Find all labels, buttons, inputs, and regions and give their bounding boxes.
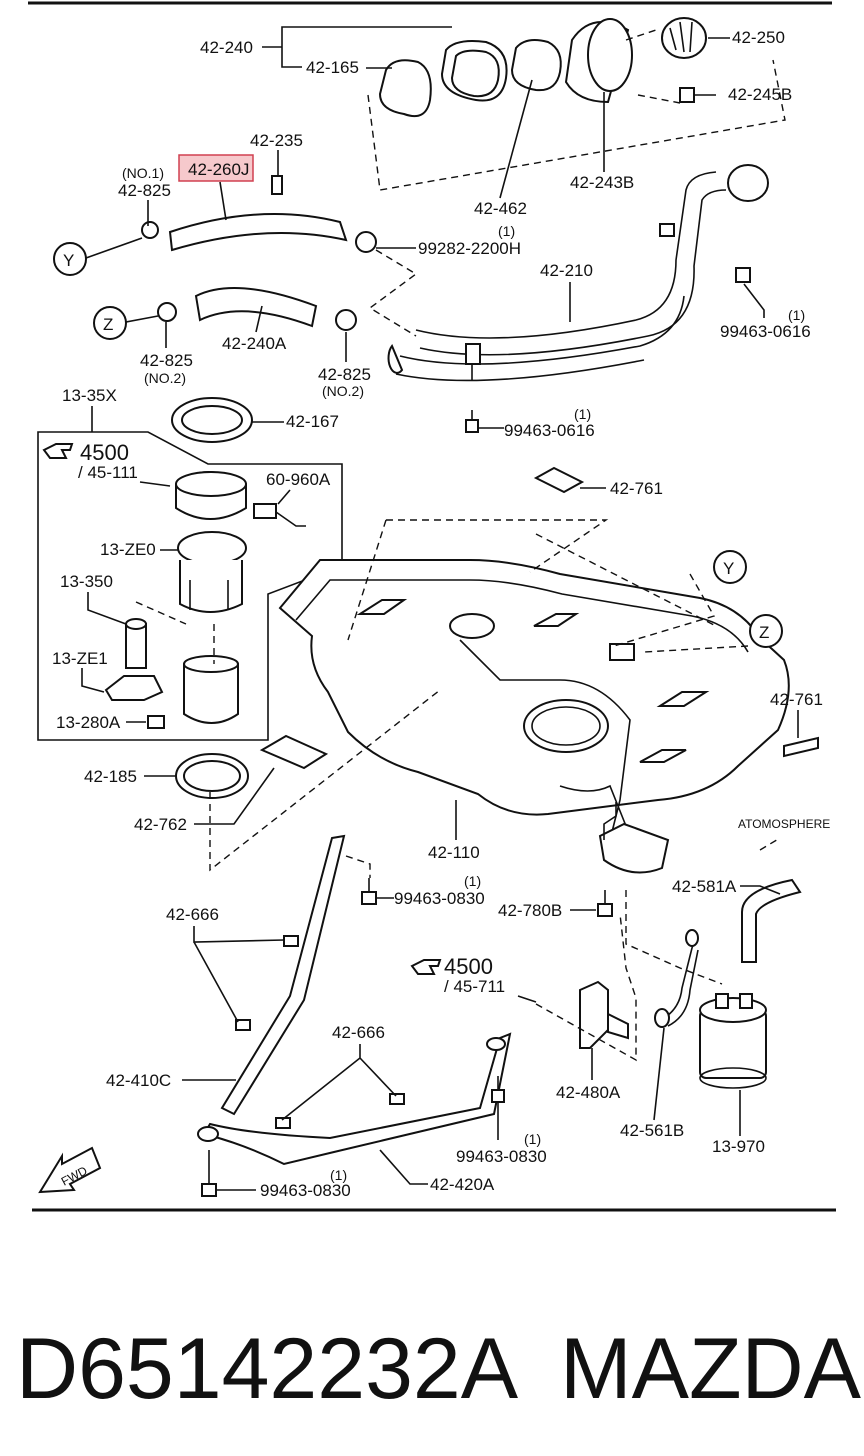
label-one-f: (1) xyxy=(330,1167,347,1183)
label-one-c: (1) xyxy=(574,406,591,422)
callout-z-left xyxy=(93,306,127,340)
label-42-581A: 42-581A xyxy=(672,877,737,896)
callout-y-left-text: Y xyxy=(63,251,74,270)
label-42-260J: 42-260J xyxy=(188,160,249,179)
label-42-240A: 42-240A xyxy=(222,334,287,353)
fuel-tank xyxy=(278,559,790,874)
label-one-b: (1) xyxy=(788,307,805,323)
label-one-e: (1) xyxy=(524,1131,541,1147)
label-42-462: 42-462 xyxy=(474,199,527,218)
hose-group xyxy=(141,175,378,331)
label-13-350: 13-350 xyxy=(60,572,113,591)
ref-45-711: / 45-711 xyxy=(444,977,505,996)
label-99463-0830-a: 99463-0830 xyxy=(394,889,485,908)
callout-y-right-text: Y xyxy=(723,559,734,578)
label-42-761-b: 42-761 xyxy=(770,690,823,709)
label-13-ZE0: 13-ZE0 xyxy=(100,540,156,559)
label-42-210: 42-210 xyxy=(540,261,593,280)
label-42-410C: 42-410C xyxy=(106,1071,171,1090)
callout-y-right xyxy=(713,550,747,584)
label-no2-b: (NO.2) xyxy=(322,383,364,399)
footer-brand: MAZDA xyxy=(560,1321,862,1417)
label-no1: (NO.1) xyxy=(122,165,164,181)
label-99463-0830-c: 99463-0830 xyxy=(260,1181,351,1200)
label-atmosphere: ATOMOSPHERE xyxy=(738,817,830,831)
ref-45-111: / 45-111 xyxy=(78,463,138,482)
label-99463-0830-b: 99463-0830 xyxy=(456,1147,547,1166)
ref-4500-a: 4500 xyxy=(80,440,129,465)
filler-pipe xyxy=(387,164,769,382)
highlighted-part-box xyxy=(178,154,254,182)
label-42-825-a: 42-825 xyxy=(118,181,171,200)
callout-z-right-text: Z xyxy=(759,623,769,642)
label-42-245B: 42-245B xyxy=(728,85,792,104)
fwd-arrow-icon: FWD xyxy=(38,1146,102,1194)
label-13-280A: 13-280A xyxy=(56,713,121,732)
callout-z-right xyxy=(749,614,783,648)
footer-part-number: D65142232A xyxy=(16,1321,519,1417)
label-13-ZE1: 13-ZE1 xyxy=(52,649,108,668)
label-one-d: (1) xyxy=(464,873,481,889)
filler-neck-group xyxy=(367,17,786,191)
label-42-420A: 42-420A xyxy=(430,1175,495,1194)
label-42-762: 42-762 xyxy=(134,815,187,834)
label-99463-0616-a: 99463-0616 xyxy=(720,322,811,341)
label-42-167: 42-167 xyxy=(286,412,339,431)
label-42-240: 42-240 xyxy=(200,38,253,57)
label-42-480A: 42-480A xyxy=(556,1083,621,1102)
callout-y-left xyxy=(53,242,87,276)
label-one-a: (1) xyxy=(498,223,515,239)
label-42-761-a: 42-761 xyxy=(610,479,663,498)
label-42-110: 42-110 xyxy=(428,843,480,862)
label-42-235: 42-235 xyxy=(250,131,303,150)
callout-z-left-text: Z xyxy=(103,315,113,334)
label-42-243B: 42-243B xyxy=(570,173,634,192)
label-42-561B: 42-561B xyxy=(620,1121,684,1140)
label-42-165: 42-165 xyxy=(306,58,359,77)
label-99463-0616-b: 99463-0616 xyxy=(504,421,595,440)
label-13-35X: 13-35X xyxy=(62,386,117,405)
label-42-250: 42-250 xyxy=(732,28,785,47)
ref-4500-b: 4500 xyxy=(444,954,493,979)
label-42-666-a: 42-666 xyxy=(166,905,219,924)
label-42-825-b: 42-825 xyxy=(140,351,193,370)
label-42-825-c: 42-825 xyxy=(318,365,371,384)
tank-straps xyxy=(197,834,512,1166)
label-42-185: 42-185 xyxy=(84,767,137,786)
label-99282-2200H: 99282-2200H xyxy=(418,239,521,258)
label-no2-a: (NO.2) xyxy=(144,370,186,386)
canister xyxy=(699,993,767,1089)
label-13-970: 13-970 xyxy=(712,1137,765,1156)
label-60-960A: 60-960A xyxy=(266,470,331,489)
label-42-780B: 42-780B xyxy=(498,901,562,920)
label-42-666-b: 42-666 xyxy=(332,1023,385,1042)
